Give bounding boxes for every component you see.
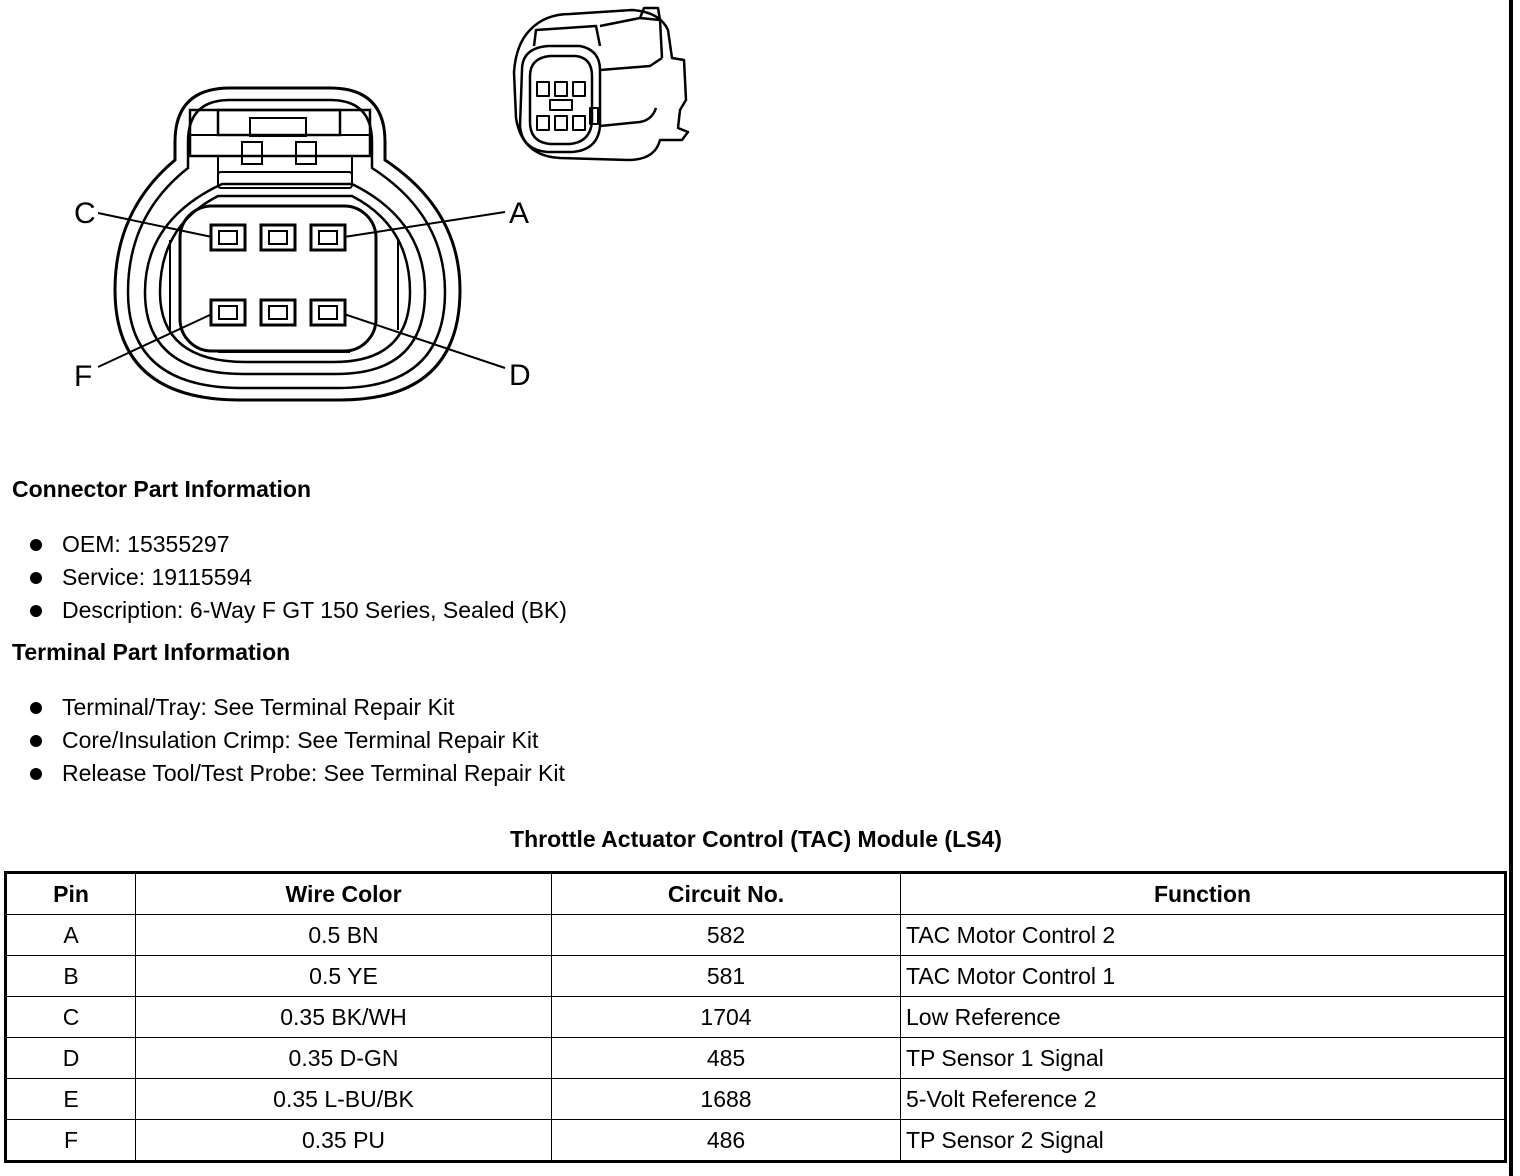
- terminal-info-list: Terminal/Tray: See Terminal Repair Kit C…: [28, 691, 565, 790]
- leader-line-a: [343, 211, 506, 238]
- cell-wire-color: 0.5 YE: [135, 955, 552, 997]
- list-item: Release Tool/Test Probe: See Terminal Re…: [28, 757, 565, 790]
- list-item: Description: 6-Way F GT 150 Series, Seal…: [28, 594, 567, 627]
- header-circuit: Circuit No.: [551, 872, 901, 915]
- table-title: Throttle Actuator Control (TAC) Module (…: [510, 826, 1002, 852]
- cell-pin: F: [5, 1119, 136, 1162]
- cell-function: Low Reference: [900, 996, 1506, 1038]
- table-row: D 0.35 D-GN 485 TP Sensor 1 Signal: [5, 1037, 1506, 1079]
- pin-label-d: D: [509, 359, 531, 392]
- table-header-row: Pin Wire Color Circuit No. Function: [5, 872, 1506, 915]
- cavity-a: [309, 223, 347, 252]
- connector-housing-ring-2: [143, 182, 427, 376]
- cavity-b: [259, 223, 297, 252]
- cell-function: TAC Motor Control 1: [900, 955, 1506, 997]
- cell-function: TP Sensor 1 Signal: [900, 1037, 1506, 1079]
- table-row: A 0.5 BN 582 TAC Motor Control 2: [5, 914, 1506, 956]
- cell-circuit: 485: [551, 1037, 901, 1079]
- pin-table: Pin Wire Color Circuit No. Function A 0.…: [4, 871, 1507, 1163]
- table-row: F 0.35 PU 486 TP Sensor 2 Signal: [5, 1119, 1506, 1162]
- cell-pin: A: [5, 914, 136, 956]
- connector-diagram: C A F D: [74, 6, 690, 402]
- cell-circuit: 1704: [551, 996, 901, 1038]
- list-item: Service: 19115594: [28, 561, 567, 594]
- connector-isometric-thumbnail: [512, 6, 690, 162]
- cell-circuit: 1688: [551, 1078, 901, 1120]
- cell-pin: B: [5, 955, 136, 997]
- cell-circuit: 582: [551, 914, 901, 956]
- list-item: OEM: 15355297: [28, 528, 567, 561]
- list-item: Core/Insulation Crimp: See Terminal Repa…: [28, 724, 565, 757]
- connector-info-heading: Connector Part Information: [12, 476, 312, 502]
- page-right-border: [1509, 0, 1513, 1176]
- latch-center: [249, 117, 307, 137]
- leader-line-f: [97, 313, 213, 368]
- cavity-f: [209, 298, 247, 327]
- pin-label-a: A: [509, 197, 529, 230]
- cell-circuit: 581: [551, 955, 901, 997]
- connector-housing-ring-1: [126, 98, 447, 390]
- pin-label-f: F: [74, 360, 92, 393]
- cavity-c: [209, 223, 247, 252]
- cavity-d: [309, 298, 347, 327]
- cell-wire-color: 0.35 PU: [135, 1119, 552, 1162]
- cell-function: TP Sensor 2 Signal: [900, 1119, 1506, 1162]
- connector-face: [178, 204, 378, 353]
- connector-housing-outer: [113, 86, 462, 402]
- cavity-e: [259, 298, 297, 327]
- table-row: E 0.35 L-BU/BK 1688 5-Volt Reference 2: [5, 1078, 1506, 1120]
- table-row: B 0.5 YE 581 TAC Motor Control 1: [5, 955, 1506, 997]
- leader-line-d: [343, 313, 506, 369]
- cell-wire-color: 0.35 L-BU/BK: [135, 1078, 552, 1120]
- cell-function: 5-Volt Reference 2: [900, 1078, 1506, 1120]
- terminal-info-heading: Terminal Part Information: [12, 639, 291, 665]
- header-function: Function: [900, 872, 1506, 915]
- latch-inner: [216, 108, 342, 137]
- cell-wire-color: 0.35 D-GN: [135, 1037, 552, 1079]
- cell-pin: E: [5, 1078, 136, 1120]
- leader-line-c: [97, 212, 213, 238]
- cell-circuit: 486: [551, 1119, 901, 1162]
- pin-label-c: C: [74, 197, 96, 230]
- cell-pin: C: [5, 996, 136, 1038]
- header-wire-color: Wire Color: [135, 872, 552, 915]
- header-pin: Pin: [5, 872, 136, 915]
- table-row: C 0.35 BK/WH 1704 Low Reference: [5, 996, 1506, 1038]
- cell-wire-color: 0.5 BN: [135, 914, 552, 956]
- list-item: Terminal/Tray: See Terminal Repair Kit: [28, 691, 565, 724]
- cell-function: TAC Motor Control 2: [900, 914, 1506, 956]
- connector-info-list: OEM: 15355297 Service: 19115594 Descript…: [28, 528, 567, 627]
- cell-pin: D: [5, 1037, 136, 1079]
- connector-housing-ring-3: [158, 194, 412, 364]
- cell-wire-color: 0.35 BK/WH: [135, 996, 552, 1038]
